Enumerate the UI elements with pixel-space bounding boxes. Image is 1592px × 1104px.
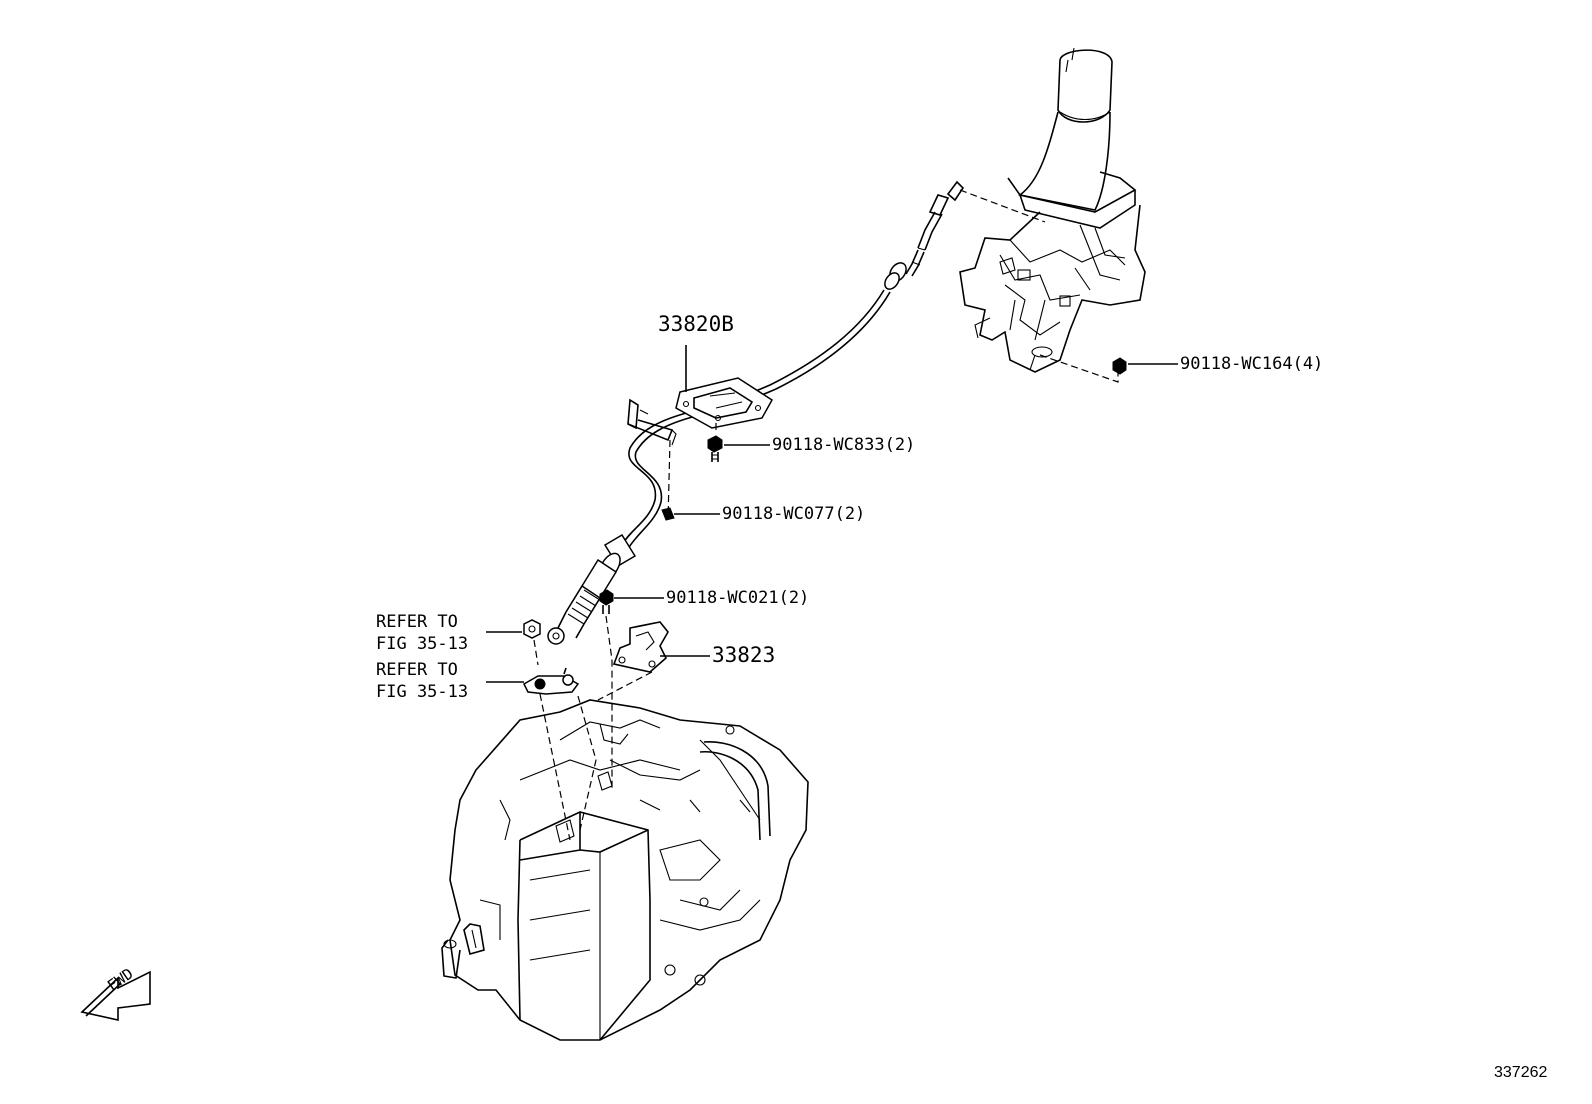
clip-icon bbox=[661, 507, 675, 521]
refer-to-label-2[interactable]: REFER TO bbox=[376, 660, 458, 680]
refer-fig-label-1[interactable]: FIG 35-13 bbox=[376, 634, 469, 654]
fwd-arrow-icon bbox=[80, 970, 151, 1021]
label-90118-wc077[interactable]: 90118-WC077(2) bbox=[722, 504, 866, 524]
shift-lever-link bbox=[523, 667, 580, 695]
transaxle bbox=[441, 699, 809, 1041]
label-90118-wc833[interactable]: 90118-WC833(2) bbox=[772, 435, 916, 455]
nut-icon bbox=[523, 619, 541, 639]
label-33820b[interactable]: 33820B bbox=[658, 312, 734, 336]
refer-to-label-1[interactable]: REFER TO bbox=[376, 612, 458, 632]
grommet-plate bbox=[675, 377, 773, 429]
cable-bracket bbox=[627, 398, 677, 446]
refer-fig-label-2[interactable]: FIG 35-13 bbox=[376, 682, 469, 702]
shift-cable bbox=[547, 180, 965, 645]
bolt-icon bbox=[599, 589, 614, 614]
shift-lever-assembly bbox=[959, 47, 1146, 373]
bracket-33823 bbox=[612, 621, 669, 673]
diagram-id: 337262 bbox=[1494, 1064, 1548, 1081]
nut-icon bbox=[1112, 357, 1127, 375]
label-33823[interactable]: 33823 bbox=[712, 643, 776, 667]
bolt-icon bbox=[707, 435, 723, 462]
label-90118-wc164[interactable]: 90118-WC164(4) bbox=[1180, 354, 1324, 374]
label-90118-wc021[interactable]: 90118-WC021(2) bbox=[666, 588, 810, 608]
